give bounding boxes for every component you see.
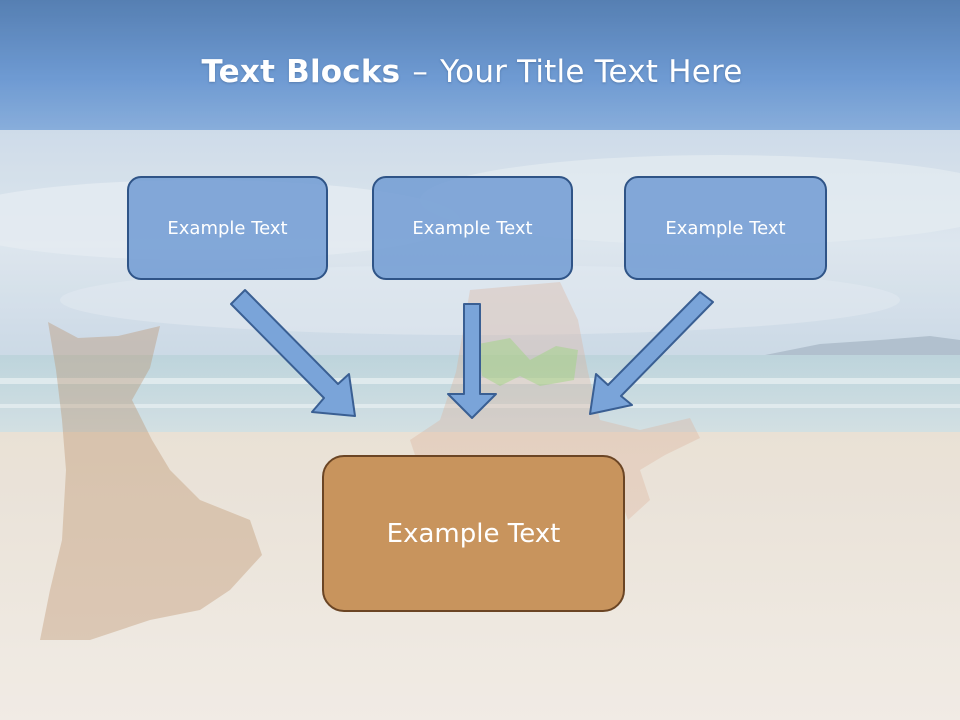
text-block-top-center[interactable]: Example Text [372,176,573,280]
text-block-bottom-main[interactable]: Example Text [322,455,625,612]
text-block-label: Example Text [386,518,561,549]
title-rest-part: Your Title Text Here [440,54,743,90]
text-block-label: Example Text [412,217,533,239]
text-block-top-right[interactable]: Example Text [624,176,827,280]
slide-title: Text Blocks – Your Title Text Here [0,54,944,90]
text-block-top-left[interactable]: Example Text [127,176,328,280]
title-bold-part: Text Blocks [201,54,401,90]
text-block-label: Example Text [167,217,288,239]
text-block-label: Example Text [665,217,786,239]
title-dash: – [412,54,429,90]
